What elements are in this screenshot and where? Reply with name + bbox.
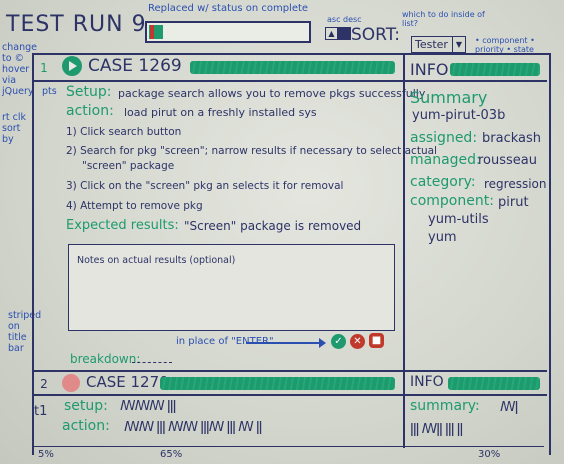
info1-status-bar xyxy=(450,63,540,76)
col3-width: 30% xyxy=(478,449,501,460)
pause-icon[interactable] xyxy=(62,374,80,392)
sort-desc-icon[interactable] xyxy=(338,27,351,40)
case2-header-line xyxy=(32,394,547,396)
managed-label: managed: xyxy=(410,152,481,168)
info2-summary-scribble: ꟿǀ xyxy=(500,400,518,415)
managed-value: rousseau xyxy=(478,153,538,168)
sort-select[interactable]: Tester ▼ xyxy=(411,36,466,53)
progress-bar xyxy=(145,21,311,43)
case1-status-bar xyxy=(190,61,395,74)
assigned-value: brackash xyxy=(482,131,541,146)
striped-note: striped on title bar xyxy=(8,310,42,354)
test-run-panel xyxy=(32,53,551,455)
component-extra-1: yum-utils xyxy=(428,212,489,227)
expected-text: "Screen" package is removed xyxy=(184,219,362,233)
case2-action-scribble: ꟿꟿ ǀǀǀ ꟿꟿ ǀǀǀꟿ ǀǀǀ ꟿ ǀǀ xyxy=(124,420,263,435)
col1-width: 5% xyxy=(38,449,54,460)
expected-label: Expected results: xyxy=(66,218,179,233)
dimension-line xyxy=(34,446,544,448)
info2-summary-label: summary: xyxy=(410,398,480,414)
case2-t1: t1 xyxy=(34,404,48,419)
case1-number: 1 xyxy=(40,61,48,75)
pts-note: pts xyxy=(42,86,57,97)
component-value: pirut xyxy=(498,195,529,210)
info-divider xyxy=(403,53,405,448)
which-note: which to do inside of list? xyxy=(402,10,485,28)
case2-action-label: action: xyxy=(62,418,110,434)
case1-header-line xyxy=(32,80,547,82)
step-2-cont: "screen" package xyxy=(82,160,175,172)
case2-setup-scribble: ꟿꟿꟿ ǀǀǀ xyxy=(120,399,176,414)
sort-select-value: Tester xyxy=(415,38,448,51)
page-title: TEST RUN 9 xyxy=(6,12,147,37)
sort-asc-icon[interactable]: ▲ xyxy=(325,27,338,40)
change-note: change to © hover via jQuery xyxy=(2,42,37,97)
block-button[interactable]: ■ xyxy=(369,333,384,348)
play-icon[interactable] xyxy=(62,56,82,76)
replaced-note: Replaced w/ status on complete xyxy=(148,3,309,14)
summary-label: Summary xyxy=(410,88,488,107)
step-2: 2) Search for pkg "screen"; narrow resul… xyxy=(66,145,437,157)
category-value: regression xyxy=(484,177,547,191)
component-label: component: xyxy=(410,193,494,209)
case2-top-line xyxy=(32,370,547,372)
col2-width: 65% xyxy=(160,449,183,460)
notes-placeholder: Notes on actual results (optional) xyxy=(77,255,236,266)
chevron-down-icon: ▼ xyxy=(452,36,466,53)
asc-desc-note: asc desc xyxy=(327,15,362,24)
category-label: category: xyxy=(410,174,476,190)
info2-status-bar xyxy=(448,377,540,390)
progress-marker xyxy=(150,25,154,39)
step-3: 3) Click on the "screen" pkg an selects … xyxy=(66,180,344,192)
enter-note: in place of "ENTER" xyxy=(176,336,274,347)
assigned-label: assigned: xyxy=(410,130,478,146)
sort-label: SORT: xyxy=(351,25,400,45)
case2-title[interactable]: CASE 1270 xyxy=(86,373,169,391)
summary-value: yum-pirut-03b xyxy=(412,108,506,123)
case2-status-bar xyxy=(160,377,395,390)
case2-setup-label: setup: xyxy=(64,398,108,414)
info2-scribble: ǀǀǀ ꟿǀǀ ǀǀǀ ǀǀ xyxy=(410,422,463,437)
case1-title[interactable]: CASE 1269 xyxy=(88,56,182,76)
breakdown-label[interactable]: breakdown: xyxy=(70,352,141,366)
pass-button[interactable]: ✓ xyxy=(331,334,346,349)
info1-heading: INFO xyxy=(410,60,449,79)
info2-heading: INFO xyxy=(410,374,444,390)
component-note: • component • priority • state xyxy=(475,36,535,54)
action-label: action: xyxy=(66,103,114,119)
setup-text: package search allows you to remove pkgs… xyxy=(118,87,426,100)
component-extra-2: yum xyxy=(428,230,457,245)
breakdown-dash xyxy=(132,362,172,363)
step-4: 4) Attempt to remove pkg xyxy=(66,200,203,212)
case2-number: 2 xyxy=(40,377,48,391)
setup-label: Setup: xyxy=(66,84,112,100)
rt-click-note: rt clk sort by xyxy=(2,112,27,145)
action-text: load pirut on a freshly installed sys xyxy=(124,106,317,119)
fail-button[interactable]: ✕ xyxy=(350,334,365,349)
step-1: 1) Click search button xyxy=(66,126,182,138)
notes-textarea[interactable]: Notes on actual results (optional) xyxy=(68,244,395,331)
arrow-icon xyxy=(246,338,326,348)
